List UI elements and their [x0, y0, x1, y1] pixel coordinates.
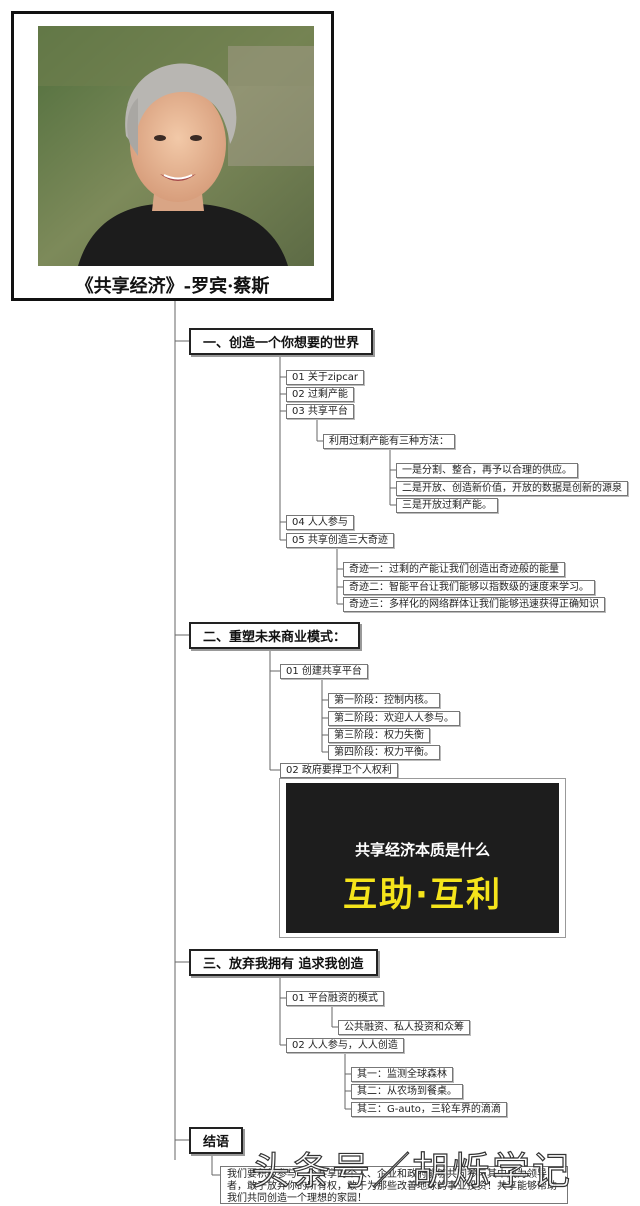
promo-banner: 共享经济本质是什么 互助·互利 — [286, 783, 559, 933]
node-method-1[interactable]: 一是分割、整合，再予以合理的供应。 — [396, 463, 578, 478]
node-miracle-1[interactable]: 奇迹一：过剩的产能让我们创造出奇迹般的能量 — [343, 562, 565, 577]
node-government-rights[interactable]: 02 政府要捍卫个人权利 — [280, 763, 398, 778]
node-stage-1[interactable]: 第一阶段：控制内核。 — [328, 693, 440, 708]
node-platform-financing[interactable]: 01 平台融资的模式 — [286, 991, 384, 1006]
node-example-2[interactable]: 其二：从农场到餐桌。 — [351, 1084, 463, 1099]
node-everyone-creates[interactable]: 02 人人参与，人人创造 — [286, 1038, 404, 1053]
node-three-miracles[interactable]: 05 共享创造三大奇迹 — [286, 533, 394, 548]
book-cover-card: 《共享经济》-罗宾·蔡斯 — [11, 11, 334, 301]
book-title: 《共享经济》-罗宾·蔡斯 — [75, 276, 270, 297]
promo-image: 共享经济本质是什么 互助·互利 — [279, 778, 566, 938]
node-stage-4[interactable]: 第四阶段：权力平衡。 — [328, 745, 440, 760]
node-example-1[interactable]: 其一：监测全球森林 — [351, 1067, 453, 1082]
conclusion-text[interactable]: 我们要积极参与一个共享的个人、企业和政府能够共同参与其中成为领导者，敢于放弃你的… — [220, 1166, 568, 1204]
section-conclusion[interactable]: 结语 — [189, 1127, 244, 1154]
watermark: 头条号／胡烁学记 — [251, 1148, 573, 1193]
node-about-zipcar[interactable]: 01 关于zipcar — [286, 370, 365, 385]
node-miracle-3[interactable]: 奇迹三：多样化的网络群体让我们能够迅速获得正确知识 — [343, 597, 605, 612]
node-excess-capacity[interactable]: 02 过剩产能 — [286, 387, 354, 402]
section-create-world[interactable]: 一、创造一个你想要的世界 — [189, 328, 374, 355]
node-everyone-participates[interactable]: 04 人人参与 — [286, 515, 354, 530]
author-portrait — [38, 26, 314, 266]
node-stage-2[interactable]: 第二阶段：欢迎人人参与。 — [328, 711, 460, 726]
node-method-3[interactable]: 三是开放过剩产能。 — [396, 498, 498, 513]
section-business-model[interactable]: 二、重塑未来商业模式： — [189, 622, 361, 649]
node-example-3[interactable]: 其三：G-auto，三轮车界的滴滴 — [351, 1102, 507, 1117]
node-create-platform[interactable]: 01 创建共享平台 — [280, 664, 368, 679]
node-method-2[interactable]: 二是开放、创造新价值，开放的数据是创新的源泉 — [396, 481, 628, 496]
node-three-methods[interactable]: 利用过剩产能有三种方法： — [323, 434, 455, 449]
node-miracle-2[interactable]: 奇迹二：智能平台让我们能够以指数级的速度来学习。 — [343, 580, 595, 595]
node-stage-3[interactable]: 第三阶段：权力失衡 — [328, 728, 430, 743]
promo-headline: 互助·互利 — [343, 875, 502, 915]
node-financing-types[interactable]: 公共融资、私人投资和众筹 — [338, 1020, 470, 1035]
node-sharing-platform[interactable]: 03 共享平台 — [286, 404, 354, 419]
section-create-not-own[interactable]: 三、放弃我拥有 追求我创造 — [189, 949, 378, 976]
promo-subtitle: 共享经济本质是什么 — [354, 841, 490, 859]
